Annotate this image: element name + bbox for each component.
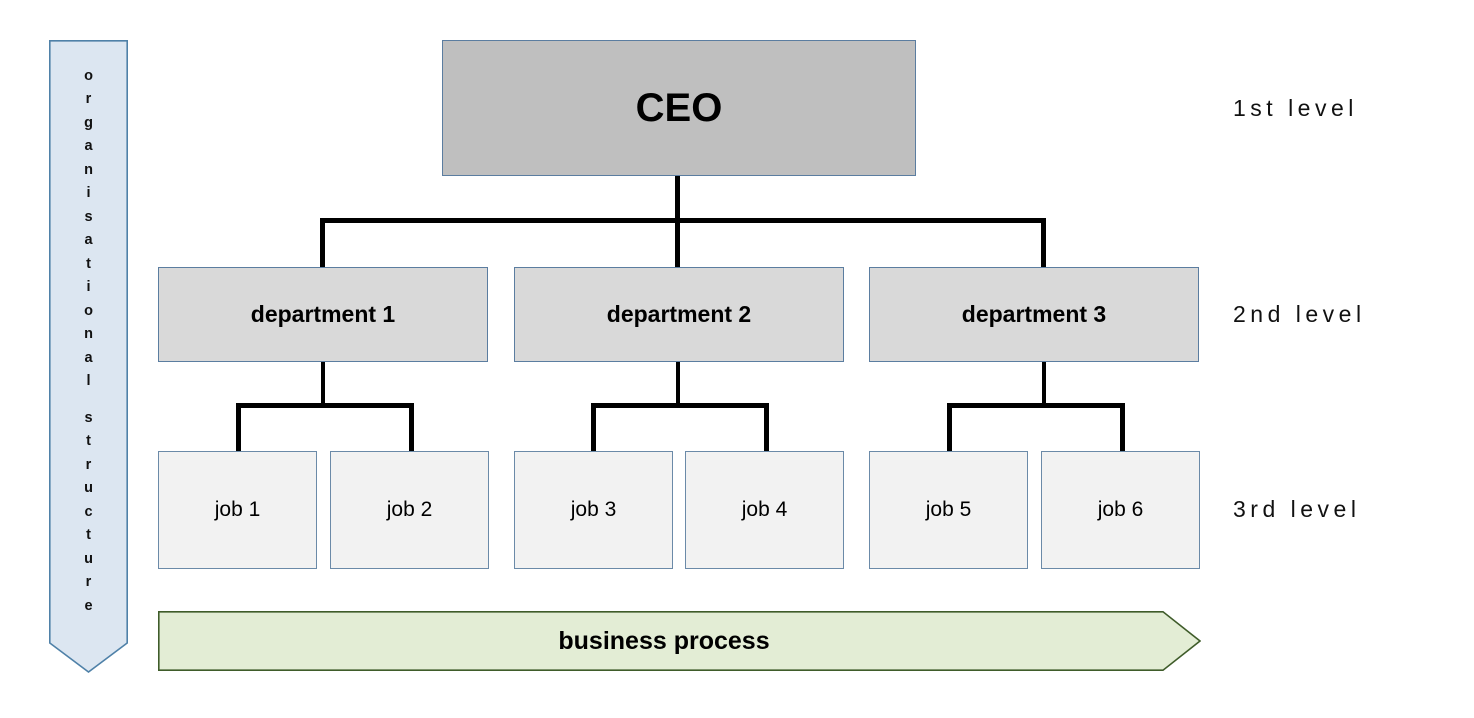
node-job-3[interactable]: job 3 [514, 451, 673, 569]
process-arrow-shape [158, 611, 1201, 671]
connector-dept3-stem [1042, 361, 1046, 406]
business-process-arrow: business process [158, 611, 1201, 671]
node-job-1[interactable]: job 1 [158, 451, 317, 569]
connector-drop-job6 [1120, 403, 1125, 452]
side-arrow-shape [49, 40, 128, 673]
connector-dept2-bus [591, 403, 769, 408]
connector-dept1-stem [321, 361, 325, 406]
node-job-5[interactable]: job 5 [869, 451, 1028, 569]
node-job-2[interactable]: job 2 [330, 451, 489, 569]
connector-level2-bus [320, 218, 1046, 223]
connector-drop-job5 [947, 403, 952, 452]
connector-drop-dept2 [675, 218, 680, 267]
node-department-3[interactable]: department 3 [869, 267, 1199, 362]
connector-drop-job4 [764, 403, 769, 452]
connector-dept3-bus [947, 403, 1125, 408]
node-department-1[interactable]: department 1 [158, 267, 488, 362]
connector-drop-job2 [409, 403, 414, 452]
organisational-structure-arrow: o r g a n i s a t i o n a l s t r u c t … [49, 40, 128, 673]
level-label-2: 2nd level [1233, 301, 1366, 327]
connector-drop-job1 [236, 403, 241, 452]
node-ceo[interactable]: CEO [442, 40, 916, 176]
level-label-1: 1st level [1233, 95, 1358, 121]
connector-drop-dept3 [1041, 218, 1046, 267]
connector-dept1-bus [236, 403, 414, 408]
node-department-2[interactable]: department 2 [514, 267, 844, 362]
level-label-3: 3rd level [1233, 496, 1361, 522]
node-job-6[interactable]: job 6 [1041, 451, 1200, 569]
node-job-4[interactable]: job 4 [685, 451, 844, 569]
connector-dept2-stem [676, 361, 680, 406]
connector-drop-dept1 [320, 218, 325, 267]
connector-ceo-stem [675, 175, 680, 220]
connector-drop-job3 [591, 403, 596, 452]
